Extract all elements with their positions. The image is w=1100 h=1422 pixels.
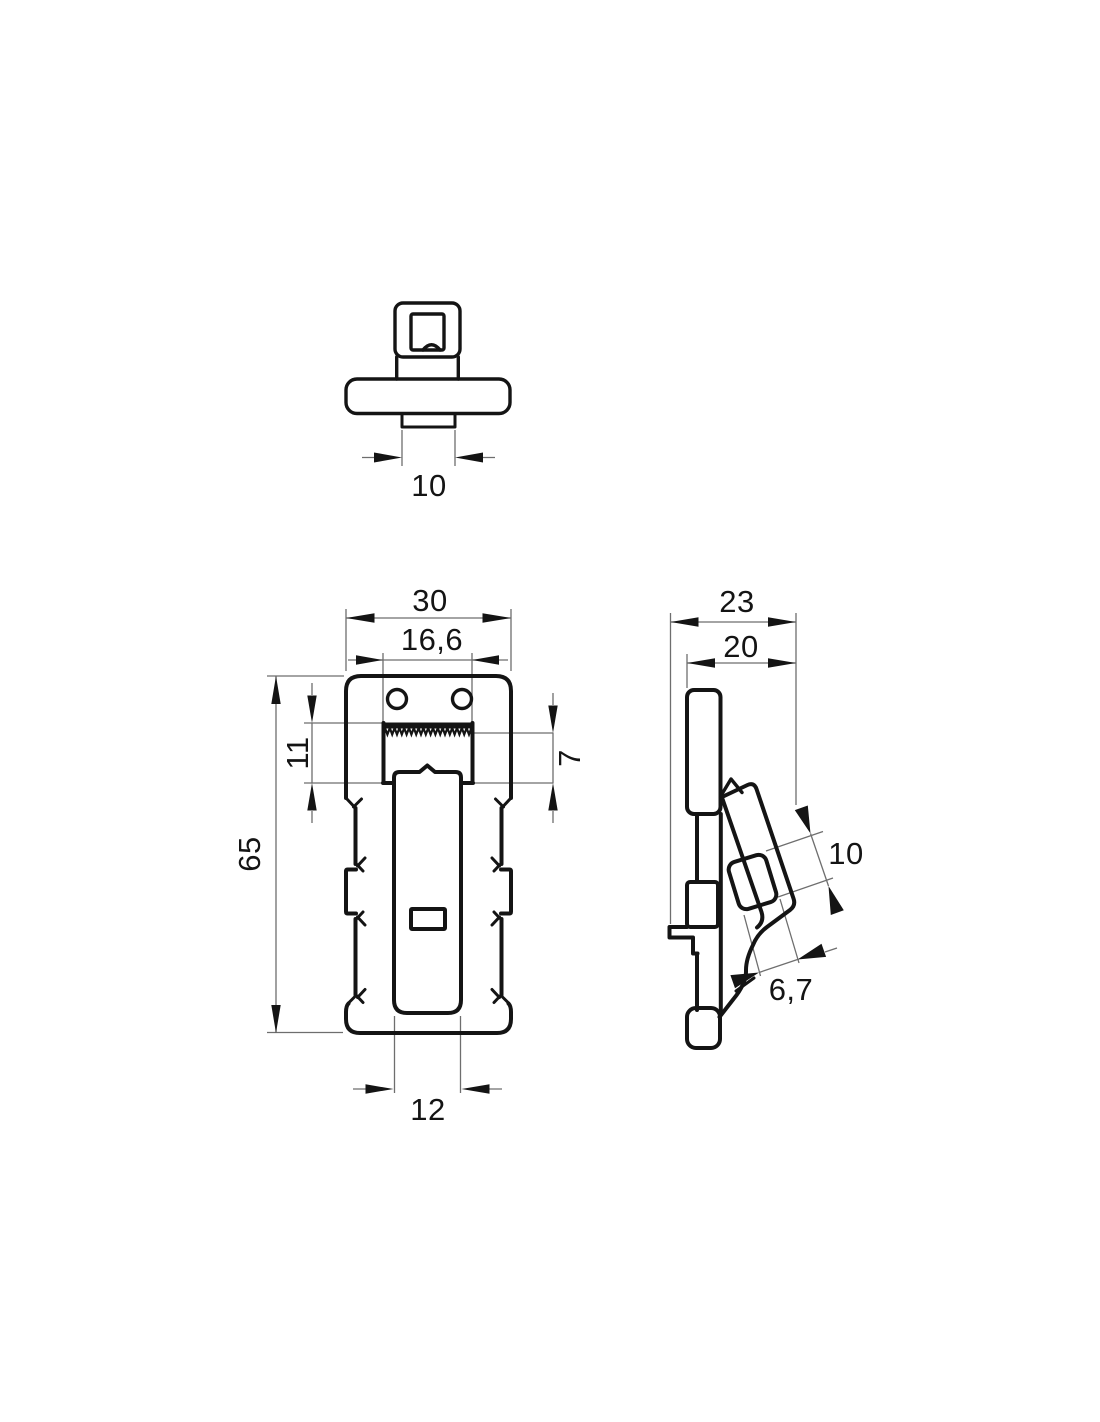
- dim-extension-lines: [267, 675, 344, 1034]
- dim-arrowhead-right: [768, 658, 796, 668]
- dim-label-overall-depth: 23: [719, 584, 754, 619]
- dim-label-rack-width: 16,6: [401, 622, 463, 657]
- dim-arrowhead-bottom: [828, 886, 844, 915]
- front-slider: [392, 763, 463, 1015]
- dim-arrowhead-top: [548, 705, 558, 733]
- front-left-ear: [344, 867, 358, 916]
- dim-line: [809, 833, 830, 887]
- front-screw-hole-left: [385, 687, 409, 711]
- side-spring-arm-inner-edge: [720, 797, 765, 930]
- front-rack-teeth: [383, 724, 473, 738]
- dim-arrowhead-left: [687, 658, 715, 668]
- side-spring-arm-outline: [717, 782, 797, 1019]
- dim-label-arm-slot-width: 6,7: [769, 972, 814, 1007]
- dim-extension-lines: [345, 609, 512, 671]
- dim-label-slider-width: 12: [410, 1092, 445, 1127]
- dim-arrowhead-right: [797, 943, 827, 960]
- dim-label-body-depth: 20: [723, 629, 758, 664]
- dim-label-rack-height: 11: [280, 736, 315, 769]
- front-break-marks-ear-bottom: [354, 910, 503, 927]
- dim-side-overall-depth: 23: [669, 584, 797, 924]
- dim-extension-lines: [401, 430, 456, 466]
- dim-front-rack-height: 11: [280, 683, 382, 823]
- dim-label-tooth-depth: 7: [552, 749, 587, 767]
- dim-extension-lines: [669, 613, 797, 924]
- top-view-cross-bar: [344, 377, 512, 416]
- dim-arrowhead-left: [356, 655, 383, 665]
- dim-arrowhead-right: [455, 452, 483, 463]
- dim-arrowhead-bottom: [271, 1005, 281, 1033]
- dim-label-overall-height: 65: [232, 836, 267, 871]
- side-step-catch: [667, 925, 700, 956]
- front-view: 30 16,6 11 7 65: [232, 583, 587, 1127]
- front-screw-hole-right: [450, 687, 474, 711]
- top-view-hole-arc: [421, 343, 442, 352]
- dim-extension-lines: [474, 732, 554, 784]
- front-rack-sides: [381, 721, 475, 785]
- dim-front-overall-width: 30: [345, 583, 512, 671]
- front-break-marks-ear-top: [354, 856, 503, 873]
- front-slider-hole: [409, 907, 447, 931]
- dim-front-overall-height: 65: [232, 675, 344, 1034]
- dim-arrowhead-top: [794, 805, 811, 834]
- front-body-top-section: [344, 674, 513, 800]
- dim-arrowhead-right: [482, 613, 511, 623]
- dim-arrowhead-left: [374, 452, 402, 463]
- dim-arrowhead-right: [472, 655, 499, 665]
- dim-front-slider-width: 12: [353, 1016, 502, 1127]
- top-view-knob-outline: [393, 301, 462, 359]
- top-view: 10: [344, 301, 512, 503]
- dim-label-arm-slot-length: 10: [828, 836, 863, 871]
- front-right-ear: [499, 867, 513, 916]
- dim-label-spindle-width: 10: [411, 468, 446, 503]
- side-ear-block: [685, 880, 720, 929]
- top-view-neck-lines: [395, 355, 460, 381]
- dim-front-tooth-depth: 7: [474, 693, 587, 823]
- dim-side-body-depth: 20: [686, 629, 796, 688]
- side-spring-arm-slot: [726, 852, 779, 912]
- dim-arrowhead-top: [271, 676, 281, 704]
- dim-extension-lines: [304, 722, 382, 784]
- dim-arrowhead-right: [461, 1084, 490, 1094]
- dim-side-arm-slot-length: 10: [765, 805, 863, 915]
- front-bottom-flange: [344, 1001, 513, 1035]
- top-view-spindle-tab: [400, 412, 457, 429]
- dim-arrowhead-left: [365, 1084, 394, 1094]
- dim-extension-lines: [393, 1016, 462, 1093]
- dim-arrowhead-left: [670, 617, 699, 627]
- front-break-marks-upper: [344, 796, 513, 809]
- dim-arrowhead-bottom: [548, 783, 558, 811]
- top-view-square-hole: [409, 312, 446, 352]
- dim-line: [758, 958, 798, 974]
- side-bottom-flange: [685, 1006, 722, 1050]
- dim-front-rack-width: 16,6: [348, 622, 508, 722]
- dim-side-arm-slot-width: 6,7: [730, 898, 838, 1007]
- side-view: 23 20 10 6,7: [667, 584, 863, 1050]
- dim-arrowhead-top: [307, 695, 317, 723]
- front-break-marks-flange: [346, 988, 511, 1005]
- dim-top-spindle-width: 10: [362, 430, 495, 503]
- dim-arrowhead-left: [346, 613, 375, 623]
- dim-label-overall-width: 30: [412, 583, 447, 618]
- side-plate: [685, 688, 723, 816]
- dim-arrowhead-right: [768, 617, 796, 627]
- dim-arrow-tail-right: [824, 947, 838, 953]
- dim-extension-lines: [382, 653, 473, 722]
- dim-arrowhead-bottom: [307, 783, 317, 811]
